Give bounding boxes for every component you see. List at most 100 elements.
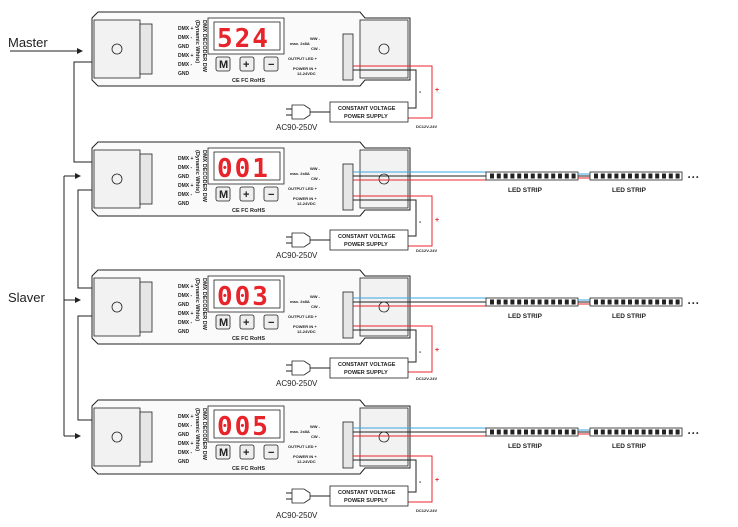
output-max-label: max. 2x8A [290, 299, 310, 304]
dmx-terminal-block [139, 23, 153, 75]
decoder-subtitle: (Dynamic White) [194, 150, 200, 193]
output-ww-label: WW - [310, 294, 321, 299]
plus-button[interactable] [239, 444, 255, 460]
led-display [213, 151, 281, 181]
plus-button-label: + [243, 189, 249, 201]
dc-minus-sign: - [419, 89, 422, 96]
mode-button[interactable] [215, 444, 231, 460]
led-chip [668, 429, 673, 435]
decoder-title: DMX DECODER DW [201, 20, 207, 73]
dmx-pin-6: GND [178, 459, 190, 465]
led-chip [675, 299, 680, 305]
dmx-terminal-block [139, 411, 153, 463]
continuation-ellipsis: • • • [688, 174, 699, 181]
led-chip [655, 173, 660, 179]
mode-button-label: M [219, 59, 228, 71]
output-max-label: max. 2x8A [290, 429, 310, 434]
dc-wire-black [353, 199, 417, 237]
output-max-label: max. 2x8A [290, 41, 310, 46]
power-in-label: POWER IN + [293, 66, 317, 71]
power-in-label: POWER IN + [293, 196, 317, 201]
output-max-label: max. 2x8A [290, 171, 310, 176]
ac-voltage-label: AC90-250V [276, 379, 318, 388]
mount-hole-left [111, 431, 123, 443]
power-supply-line1: CONSTANT VOLTAGE [338, 490, 396, 496]
decoder-unit-slaver-3: DMX + DMX - GND DMX + DMX - GND 005 DMX … [91, 399, 411, 475]
dmx-pin-5: DMX - [178, 62, 193, 68]
decoder-title: DMX DECODER DW [201, 150, 207, 203]
led-chip [503, 429, 508, 435]
led-display-value: 005 [217, 412, 270, 442]
cert-marks: CE FC RoHS [232, 208, 265, 214]
output-led-label: OUTPUT LED + [288, 186, 318, 191]
master-label: Master [8, 35, 48, 50]
dmx-pin-3: GND [178, 432, 190, 438]
led-strip-label: LED STRIP [612, 313, 647, 320]
output-label-list: WW - max. 2x8A CW - OUTPUT LED + POWER I… [288, 424, 321, 464]
led-chip [648, 173, 653, 179]
output-ww-label: WW - [310, 166, 321, 171]
mode-button-label: M [219, 447, 228, 459]
led-chip [600, 173, 605, 179]
dmx-terminal-block [139, 281, 153, 333]
plus-button[interactable] [239, 314, 255, 330]
led-chip [628, 429, 632, 435]
dmx-pin-2: DMX - [178, 165, 193, 171]
decoder-title: DMX DECODER DW [201, 408, 207, 461]
output-led-label: OUTPUT LED + [288, 56, 318, 61]
output-led-label: OUTPUT LED + [288, 444, 318, 449]
led-chip [558, 173, 562, 179]
dmx-pin-4: DMX + [178, 311, 194, 317]
plus-button[interactable] [239, 186, 255, 202]
dmx-chain-2 [77, 189, 92, 289]
output-label-list: WW - max. 2x8A CW - OUTPUT LED + POWER I… [288, 36, 321, 76]
dmx-pin-2: DMX - [178, 423, 193, 429]
mount-hole-right [378, 43, 390, 55]
mode-button[interactable] [215, 186, 231, 202]
power-in-label: POWER IN + [293, 454, 317, 459]
dc-minus-sign: - [419, 349, 422, 356]
plug-icon [291, 104, 311, 120]
led-chip [510, 173, 515, 179]
led-chip [530, 173, 535, 179]
plus-button[interactable] [239, 56, 255, 72]
minus-button[interactable] [263, 56, 279, 72]
minus-button[interactable] [263, 314, 279, 330]
plug-icon [291, 360, 311, 376]
mode-button[interactable] [215, 314, 231, 330]
led-chip [641, 299, 646, 305]
minus-button-label: − [268, 189, 274, 201]
decoder-unit-slaver-1: DMX + DMX - GND DMX + DMX - GND 001 DMX … [91, 141, 411, 217]
minus-button[interactable] [263, 444, 279, 460]
led-chip [496, 429, 501, 435]
slaver-label: Slaver [8, 290, 46, 305]
dc-minus-sign: - [419, 479, 422, 486]
power-supply-1: + - CONSTANT VOLTAGE POWER SUPPLY AC90-2… [276, 195, 439, 260]
led-chip [614, 299, 619, 305]
dmx-pin-1: DMX + [178, 284, 194, 290]
led-chip [510, 299, 515, 305]
dmx-pin-5: DMX - [178, 192, 193, 198]
decoder-end-left [93, 277, 141, 337]
plug-icon [291, 232, 311, 248]
dc-wire-black [353, 459, 417, 493]
led-chip [662, 299, 666, 305]
led-chip [537, 299, 542, 305]
dmx-pin-3: GND [178, 302, 190, 308]
led-chip [668, 299, 673, 305]
led-chip [614, 429, 619, 435]
dmx-pin-list: DMX + DMX - GND DMX + DMX - GND [178, 156, 194, 207]
led-chip [571, 173, 576, 179]
mode-button[interactable] [215, 56, 231, 72]
led-chip [551, 173, 556, 179]
power-in-label: POWER IN + [293, 324, 317, 329]
output-ww-label: WW - [310, 424, 321, 429]
minus-button[interactable] [263, 186, 279, 202]
decoder-end-left [93, 149, 141, 209]
decoder-end-right [359, 149, 409, 209]
led-chip [621, 429, 626, 435]
output-terminal-block [342, 291, 354, 339]
led-display-value: 003 [217, 282, 270, 312]
led-chip [594, 173, 598, 179]
